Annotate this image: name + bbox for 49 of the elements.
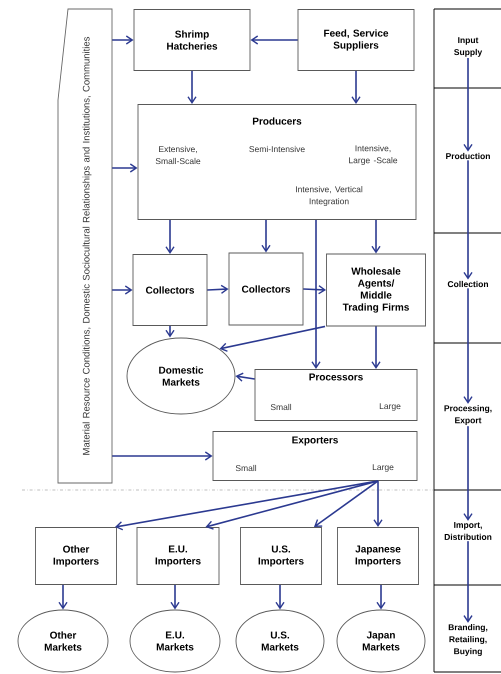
arrow [311, 220, 321, 370]
arrow [261, 220, 271, 253]
arrow [170, 584, 180, 610]
arrow [205, 480, 378, 530]
arrow [371, 326, 381, 370]
process-box: Wholesale Agents/ Middle Trading Firms [326, 254, 426, 326]
process-box: Processors Small Large [254, 369, 418, 421]
process-box: Collectors [132, 254, 208, 326]
stage-label: Import, Distribution [444, 522, 492, 540]
stage-label: Collection [448, 280, 488, 288]
arrow [250, 35, 298, 45]
arrow [275, 584, 285, 610]
arrow [112, 35, 134, 45]
arrow [303, 285, 326, 294]
process-box: Collectors [228, 252, 304, 326]
arrow [165, 326, 175, 338]
arrow [463, 288, 473, 404]
arrow [165, 220, 175, 254]
process-box: Exporters Small Large [212, 431, 418, 481]
arrow [371, 220, 381, 254]
arrow [114, 480, 378, 530]
process-box: Japanese Importers [337, 527, 419, 585]
arrow [314, 480, 378, 528]
process-box: Shrimp Hatcheries [134, 9, 250, 71]
arrow [463, 541, 473, 623]
arrow [463, 160, 473, 280]
arrow [207, 284, 229, 294]
stage-label: Branding, Retailing, Buying [448, 624, 488, 656]
arrow [112, 451, 213, 461]
stage-label: Input Supply [454, 37, 482, 57]
arrow [373, 480, 383, 528]
arrow [376, 584, 386, 610]
arrow [187, 70, 197, 104]
context-band: Material Resource Conditions, Domestic Sociocultural Relationships and Institutions, Communities [58, 8, 112, 484]
arrow [112, 163, 138, 173]
process-box: E.U. Importers [136, 527, 220, 585]
arrow [463, 426, 473, 521]
arrow [58, 584, 68, 610]
process-box: Feed, Service Suppliers [298, 9, 414, 71]
arrow [351, 70, 361, 104]
arrow [463, 58, 473, 152]
process-box: Producers Extensive, Small-Scale Semi-Intensive Intensive, Large -Scale Intensive, Vertical Integration [138, 104, 416, 220]
process-box: U.S. Importers [240, 527, 322, 585]
arrow [112, 285, 133, 295]
stage-label: Production [446, 152, 490, 160]
stage-label: Processing, Export [444, 405, 492, 425]
arrow [220, 326, 326, 352]
process-box: Other Importers [35, 527, 117, 585]
arrow [235, 372, 255, 382]
